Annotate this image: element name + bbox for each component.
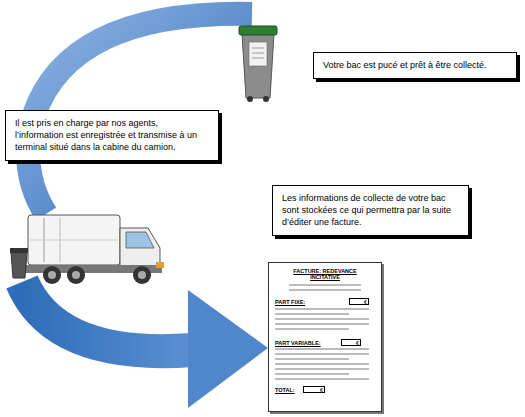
invoice-document: FACTURE: REDEVANCE INCITATIVE PART FIXE: €… [268,262,382,412]
box-text: Il est pris en charge par nos agents, l’… [15,117,209,153]
text-box: Les informations de collecte de votre ba… [272,185,469,236]
invoice-label: PART VARIABLE: [275,340,321,346]
flow-arrow [22,282,192,351]
arrow-head [188,290,268,408]
amount-field: € [349,298,369,305]
wheelie-bin [239,26,277,102]
invoice-label: PART FIXE: [275,299,305,305]
amount-field: € [303,386,325,393]
text-box: Il est pris en charge par nos agents, l’… [5,110,219,161]
box-text: Votre bac est pucé et prêt à être collec… [323,59,507,71]
invoice-label: FACTURE: REDEVANCE INCITATIVE [269,268,381,281]
amount-field: € [341,339,361,346]
box-text: Les informations de collecte de votre ba… [282,192,459,228]
invoice-label: TOTAL: [275,387,295,393]
garbage-truck [24,215,164,284]
text-box: Votre bac est pucé et prêt à être collec… [313,52,517,79]
small-bin [10,248,28,278]
